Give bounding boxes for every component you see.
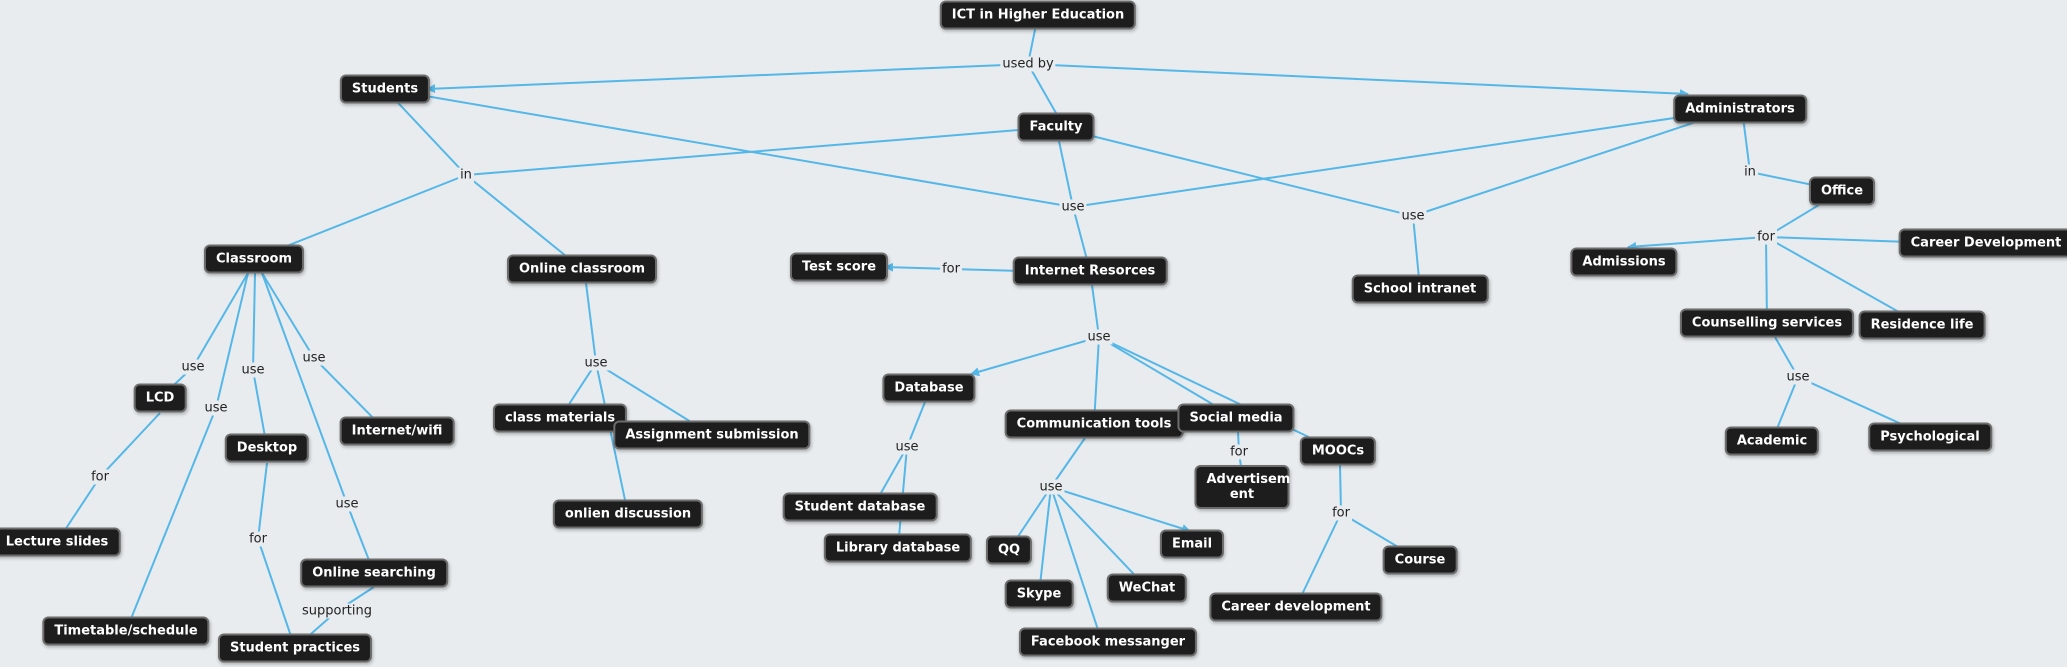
node-moocs[interactable]: MOOCs <box>1299 436 1377 466</box>
edge-for-career <box>1765 236 1909 247</box>
edge-lcd-for <box>99 412 161 478</box>
node-admissions[interactable]: Admissions <box>1570 247 1678 277</box>
node-facebook-messanger[interactable]: Facebook messanger <box>1018 627 1198 657</box>
node-internet-wifi[interactable]: Internet/wifi <box>339 416 455 446</box>
edge-use-email <box>1050 486 1191 533</box>
edge-use-wechat <box>1050 486 1148 589</box>
node-skype[interactable]: Skype <box>1004 579 1074 609</box>
edge-usedby-faculty <box>1027 63 1057 114</box>
node-assignment-submission[interactable]: Assignment submission <box>613 420 811 450</box>
node-academic[interactable]: Academic <box>1724 426 1820 456</box>
label-used-by: used by <box>1000 56 1056 72</box>
node-desktop[interactable]: Desktop <box>224 433 310 463</box>
edge-for-career2 <box>1295 512 1342 608</box>
node-test-score[interactable]: Test score <box>789 252 889 282</box>
edge-use-skype <box>1038 486 1052 595</box>
node-course[interactable]: Course <box>1382 545 1458 575</box>
label-use: use <box>239 362 267 378</box>
node-qq[interactable]: QQ <box>985 535 1033 565</box>
edge-faculty-in <box>465 126 1057 176</box>
node-wechat[interactable]: WeChat <box>1106 573 1188 603</box>
node-office[interactable]: Office <box>1808 176 1876 206</box>
node-classroom[interactable]: Classroom <box>203 244 305 274</box>
edge-students-use <box>384 88 1074 208</box>
node-database[interactable]: Database <box>882 373 976 403</box>
edge-internet-for <box>950 268 1023 272</box>
edge-classroom-use-timetable <box>215 272 249 409</box>
node-career-development-moocs[interactable]: Career development <box>1209 592 1383 622</box>
label-supporting: supporting <box>299 603 375 619</box>
node-class-materials[interactable]: class materials <box>492 403 628 433</box>
label-use: use <box>1037 479 1065 495</box>
edge-classroom-use-search <box>261 272 348 505</box>
edge-comm-use <box>1050 437 1086 488</box>
edge-use-database <box>970 336 1100 377</box>
node-ict-in-higher-education[interactable]: ICT in Higher Education <box>939 0 1137 30</box>
edge-moocs-for <box>1339 464 1342 514</box>
node-advertisement[interactable]: Advertisem ent <box>1194 465 1290 509</box>
node-residence-life[interactable]: Residence life <box>1858 310 1986 340</box>
label-use: use <box>1059 199 1087 215</box>
label-use: use <box>1784 369 1812 385</box>
label-for: for <box>1228 444 1250 460</box>
label-for: for <box>89 469 111 485</box>
edge-internet-use <box>1091 284 1100 338</box>
label-for: for <box>1755 229 1777 245</box>
node-timetable-schedule[interactable]: Timetable/schedule <box>42 616 210 646</box>
edge-in-online <box>465 174 583 270</box>
label-for: for <box>247 531 269 547</box>
node-student-practices[interactable]: Student practices <box>217 633 373 663</box>
edge-use-moocs <box>1098 336 1339 452</box>
edge-classroom-use-desktop <box>252 272 256 371</box>
edge-usedby-admin <box>1027 63 1689 99</box>
node-administrators[interactable]: Administrators <box>1673 94 1807 124</box>
node-student-database[interactable]: Student database <box>782 492 938 522</box>
node-library-database[interactable]: Library database <box>823 533 973 563</box>
label-for: for <box>940 261 962 277</box>
node-email[interactable]: Email <box>1159 529 1225 559</box>
node-lcd[interactable]: LCD <box>133 383 187 413</box>
node-lecture-slides[interactable]: Lecture slides <box>0 527 121 557</box>
node-counselling-services[interactable]: Counselling services <box>1679 308 1855 338</box>
label-use: use <box>893 439 921 455</box>
node-students[interactable]: Students <box>339 74 431 104</box>
edge-usedby-students <box>426 63 1029 94</box>
label-use: use <box>582 355 610 371</box>
node-online-searching[interactable]: Online searching <box>300 558 448 588</box>
edge-use-timetable <box>125 407 217 632</box>
edge-for-practices <box>257 538 296 649</box>
edge-admin-use2 <box>1412 108 1736 217</box>
label-for: for <box>1330 505 1352 521</box>
edge-admin-use <box>1072 108 1736 208</box>
node-career-development[interactable]: Career Development <box>1898 228 2067 258</box>
label-use: use <box>179 359 207 375</box>
label-use: use <box>333 496 361 512</box>
edge-online-use <box>585 282 597 364</box>
label-use: use <box>1085 329 1113 345</box>
node-social-media[interactable]: Social media <box>1177 403 1295 433</box>
node-online-classroom[interactable]: Online classroom <box>506 254 658 284</box>
label-use: use <box>202 400 230 416</box>
edge-for-test <box>884 262 952 272</box>
node-onlien-discussion[interactable]: onlien discussion <box>552 499 704 529</box>
node-school-intranet[interactable]: School intranet <box>1351 274 1489 304</box>
label-use: use <box>1399 208 1427 224</box>
edge-use-discussion <box>595 362 629 515</box>
label-in: in <box>458 167 474 183</box>
edge-classroom-use-wifi <box>261 272 315 359</box>
label-use: use <box>300 350 328 366</box>
edge-for-residence <box>1765 236 1923 326</box>
edge-classroom-use-lcd <box>192 272 249 368</box>
edge-use-facebook <box>1050 486 1103 643</box>
edge-for-admissions <box>1627 236 1767 251</box>
node-psychological[interactable]: Psychological <box>1868 422 1992 452</box>
edge-faculty-use2 <box>1055 126 1414 217</box>
label-in: in <box>1742 164 1758 180</box>
node-faculty[interactable]: Faculty <box>1017 112 1095 142</box>
node-communication-tools[interactable]: Communication tools <box>1004 409 1184 439</box>
edge-desktop-for <box>257 462 268 540</box>
node-internet-resources[interactable]: Internet Resorces <box>1012 256 1168 286</box>
